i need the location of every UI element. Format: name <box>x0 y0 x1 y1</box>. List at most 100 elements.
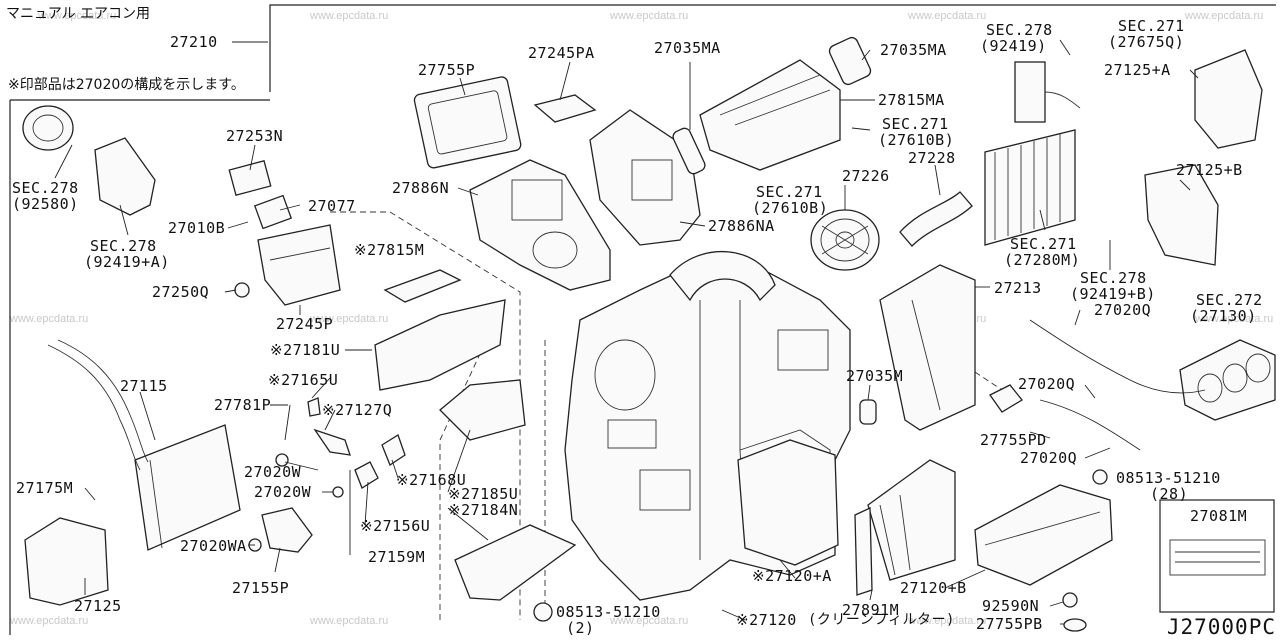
assembly-frame <box>269 4 1276 92</box>
callout-27886na: 27886NA <box>708 217 775 235</box>
intake-unit <box>469 159 611 291</box>
callout-27020w-2: 27020W <box>254 483 312 501</box>
callout-sec278-92419a-ref: (92419+A) <box>84 253 170 271</box>
rod-27781p <box>284 404 291 441</box>
callout-27253n: 27253N <box>226 127 284 145</box>
callout-27181u: ※27181U <box>270 341 341 359</box>
callout-27755pd: 27755PD <box>980 431 1047 449</box>
callout-27245pa: 27245PA <box>528 44 595 62</box>
callout-27156u: ※27156U <box>360 517 431 535</box>
callout-27120-note: (クリーンフィルター) <box>808 612 955 628</box>
link-27168u <box>381 434 406 466</box>
callout-sec278-92419-ref: (92419) <box>980 37 1047 55</box>
callout-27125a: 27125+A <box>1104 61 1171 79</box>
actuator-27155p <box>261 507 313 553</box>
callout-sec278-92580: SEC.278 <box>12 179 79 197</box>
callout-27125b: 27125+B <box>1176 161 1243 179</box>
callout-27210: 27210 <box>170 33 218 51</box>
callout-27175m: 27175M <box>16 479 74 497</box>
lever-27156u <box>354 461 379 489</box>
callout-27120b: 27120+B <box>900 579 967 597</box>
watermark: www.epcdata.ru <box>38 10 117 22</box>
callout-27155p: 27155P <box>232 579 290 597</box>
lower-case-27120a <box>737 439 839 566</box>
callout-27185u: ※27185U <box>448 485 519 503</box>
callout-27115: 27115 <box>120 377 168 395</box>
foot-duct-27125 <box>24 517 109 606</box>
screw-08513-b <box>533 602 553 622</box>
callout-27815ma: 27815MA <box>878 91 945 109</box>
upper-duct <box>699 59 841 171</box>
callout-27081m: 27081M <box>1190 507 1248 525</box>
actuator-27253n <box>228 159 272 197</box>
callout-27120: ※27120 <box>736 611 797 629</box>
callout-27755p: 27755P <box>418 61 476 79</box>
gasket-27755p <box>413 76 522 169</box>
evaporator-core <box>984 61 1081 246</box>
callout-27168u: ※27168U <box>396 471 467 489</box>
watermark: www.epcdata.ru <box>310 313 389 325</box>
callout-screw-08513-2: 08513-51210 <box>556 603 661 621</box>
watermark: www.epcdata.ru <box>610 10 689 22</box>
clip-27020w-1 <box>275 453 289 467</box>
callout-screw-08513-28-qty: (28) <box>1150 485 1189 503</box>
callout-27781p: 27781P <box>214 396 272 414</box>
watermark: www.epcdata.ru <box>10 615 89 627</box>
vent-assembly <box>1179 339 1276 421</box>
door-27184n <box>454 524 577 601</box>
drain-tray <box>974 484 1113 586</box>
callout-27213: 27213 <box>994 279 1042 297</box>
callout-sec278-92580-ref: (92580) <box>12 195 79 213</box>
watermark: www.epcdata.ru <box>1185 10 1264 22</box>
callout-27891m: 27891M <box>842 601 900 619</box>
callout-27127q: ※27127Q <box>322 401 393 419</box>
watermark: www.epcdata.ru <box>1195 313 1274 325</box>
watermark: www.epcdata.ru <box>908 10 987 22</box>
clip-27020w-2 <box>332 486 344 498</box>
callout-27010b: 27010B <box>168 219 226 237</box>
filter-27120 <box>854 506 873 596</box>
callout-sec278-92419: SEC.278 <box>986 21 1053 39</box>
insulator-92580 <box>22 105 74 151</box>
filter-27891m <box>867 459 956 581</box>
callout-27886n: 27886N <box>392 179 450 197</box>
callout-sec278-92419b: SEC.278 <box>1080 269 1147 287</box>
seal-27035ma-top <box>828 36 872 86</box>
bracket-27077 <box>253 194 293 230</box>
diagram-code: J27000PC <box>1166 615 1276 639</box>
callout-screw-08513-2-qty: (2) <box>566 619 595 637</box>
guide-dash <box>974 371 1006 393</box>
callout-sec271-27280m-ref: (27280M) <box>1004 251 1081 269</box>
pad-27755pb <box>1063 618 1087 632</box>
screw-08513-a <box>1092 469 1108 485</box>
watermark: www.epcdata.ru <box>310 10 389 22</box>
guide-dash <box>330 211 521 620</box>
link-27815m <box>383 269 462 303</box>
callout-92590n: 92590N <box>982 597 1040 615</box>
callout-sec272-27130: SEC.272 <box>1196 291 1263 309</box>
callout-sec271-27610b-1-ref: (27610B) <box>878 131 955 149</box>
callout-27020q-2: 27020Q <box>1018 375 1076 393</box>
callout-27020wa: 27020WA <box>180 537 247 555</box>
callout-27035ma-2: 27035MA <box>880 41 947 59</box>
lever-27165u <box>307 397 321 417</box>
callout-27120a: ※27120+A <box>752 567 832 585</box>
callout-27245p: 27245P <box>276 315 334 333</box>
callout-sec271-27610b-1: SEC.271 <box>882 115 949 133</box>
callout-sec278-92419b-ref: (92419+B) <box>1070 285 1156 303</box>
callout-sec272-27130-ref: (27130) <box>1190 307 1257 325</box>
callout-27020q-1: 27020Q <box>1094 301 1152 319</box>
callout-sec271-27610b-2-ref: (27610B) <box>752 199 829 217</box>
callout-27250q: 27250Q <box>152 283 210 301</box>
cable-27020q <box>1029 319 1206 394</box>
callout-sec271-27675q: SEC.271 <box>1118 17 1185 35</box>
lever-27127q <box>313 428 351 456</box>
callout-27125: 27125 <box>74 597 122 615</box>
blower-motor-27226 <box>810 209 880 271</box>
door-27213 <box>879 264 976 431</box>
label-box <box>1159 499 1275 613</box>
callout-27755pb: 27755PB <box>976 615 1043 633</box>
clip-27250q <box>234 282 250 298</box>
